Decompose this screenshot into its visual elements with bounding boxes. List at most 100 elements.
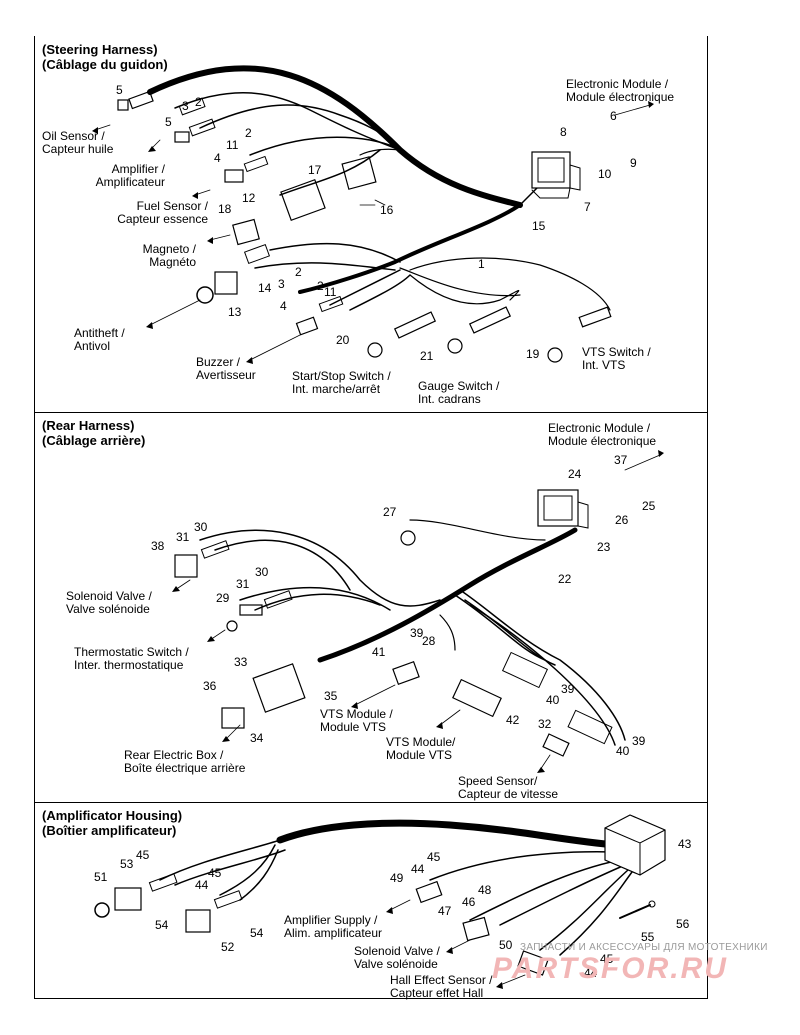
part-number: 44 [195,878,209,892]
part-number: 44 [584,966,598,980]
part-number: 45 [600,952,614,966]
watermark-logo: PARTSFOR.RU [492,952,728,985]
part-number: 39 [561,682,575,696]
part-number: 14 [258,281,272,295]
l: Valve solénoide [66,602,150,616]
l: Module VTS [320,720,387,734]
part-number: 51 [94,870,108,884]
label-electronic-module-1: Electronic Module /Module électronique [566,78,674,104]
part-number: 7 [584,200,591,214]
part-number: 19 [526,347,540,361]
l: Solenoid Valve / [354,944,440,958]
part-number: 49 [390,871,404,885]
part-number: 29 [216,591,230,605]
label-speed-sensor: Speed Sensor/Capteur de vitesse [458,775,558,801]
label-gauge-switch: Gauge Switch /Int. cadrans [418,380,499,406]
l: Hall Effect Sensor / [390,973,493,987]
part-number: 53 [120,857,134,871]
rear-title-en: (Rear Harness) [42,418,135,433]
l: Electronic Module / [566,77,669,91]
part-number: 13 [228,305,242,319]
part-number: 11 [324,285,337,299]
l: Module électronique [566,90,675,104]
part-number: 48 [478,883,492,897]
l: Antitheft / [74,326,125,340]
l: Magnéto [149,255,196,269]
part-number: 17 [308,163,322,177]
part-number: 43 [678,837,692,851]
l: Thermostatic Switch / [74,645,189,659]
section-divider-1 [34,412,707,413]
label-electronic-module-2: Electronic Module /Module électronique [548,422,656,448]
l: Fuel Sensor / [136,199,208,213]
l: Avertisseur [196,368,256,382]
l: Capteur huile [42,142,114,156]
amplificator-housing-title: (Amplificator Housing) (Boîtier amplific… [42,808,182,838]
part-number: 47 [438,904,452,918]
l: Alim. amplificateur [284,926,383,940]
l: Int. cadrans [418,392,481,406]
part-number: 30 [255,565,269,579]
part-number: 45 [136,848,150,862]
part-number: 15 [532,219,546,233]
part-number: 23 [597,540,611,554]
part-number: 26 [615,513,629,527]
label-solenoid-valve-2: Solenoid Valve /Valve solénoide [354,945,440,971]
label-rear-electric-box: Rear Electric Box /Boîte électrique arri… [124,749,245,775]
l: Module électronique [548,434,657,448]
l: Module VTS [386,748,453,762]
part-number: 28 [422,634,436,648]
part-number: 2 [295,265,302,279]
l: Capteur de vitesse [458,787,559,801]
part-number: 31 [236,577,250,591]
part-number: 1 [478,257,485,271]
part-number: 9 [630,156,637,170]
part-number: 41 [372,645,386,659]
part-number: 2 [195,95,202,109]
part-number: 42 [506,713,520,727]
label-amplifier-supply: Amplifier Supply /Alim. amplificateur [284,914,382,940]
label-thermostatic-switch: Thermostatic Switch /Inter. thermostatiq… [74,646,189,672]
part-number: 24 [568,467,582,481]
part-number: 50 [499,938,513,952]
l: Oil Sensor / [42,129,105,143]
l: Inter. thermostatique [74,658,184,672]
label-magneto: Magneto /Magnéto [120,243,196,269]
label-start-stop: Start/Stop Switch /Int. marche/arrêt [292,370,391,396]
part-number: 38 [151,539,165,553]
part-number: 2 [317,279,324,293]
rear-title-fr: (Câblage arrière) [42,433,146,448]
part-number: 54 [250,926,264,940]
part-number: 6 [610,109,617,123]
l: Capteur effet Hall [390,986,484,1000]
part-number: 44 [411,862,425,876]
l: Rear Electric Box / [124,748,224,762]
l: Int. VTS [582,358,626,372]
part-number: 2 [245,126,252,140]
part-number: 5 [116,83,123,97]
l: VTS Module / [320,707,393,721]
part-number: 30 [194,520,208,534]
l: Magneto / [142,242,196,256]
label-hall-effect-sensor: Hall Effect Sensor /Capteur effet Hall [390,974,493,1000]
label-oil-sensor: Oil Sensor /Capteur huile [42,130,113,156]
part-number: 40 [616,744,630,758]
label-vts-module-1: VTS Module /Module VTS [320,708,393,734]
l: Int. marche/arrêt [292,382,381,396]
l: Electronic Module / [548,421,651,435]
part-number: 45 [427,850,441,864]
l: Solenoid Valve / [66,589,152,603]
label-amplifier: Amplifier /Amplificateur [70,163,165,189]
steering-harness-title: (Steering Harness) (Câblage du guidon) [42,42,168,72]
l: Amplificateur [95,175,165,189]
part-number: 32 [538,717,552,731]
section-divider-2 [34,802,707,803]
part-number: 8 [560,125,567,139]
part-number: 34 [250,731,264,745]
l: Valve solénoide [354,957,438,971]
l: Start/Stop Switch / [292,369,391,383]
rear-harness-title: (Rear Harness) (Câblage arrière) [42,418,145,448]
diagram-frame [34,36,708,999]
part-number: 35 [324,689,338,703]
l: Buzzer / [196,355,241,369]
